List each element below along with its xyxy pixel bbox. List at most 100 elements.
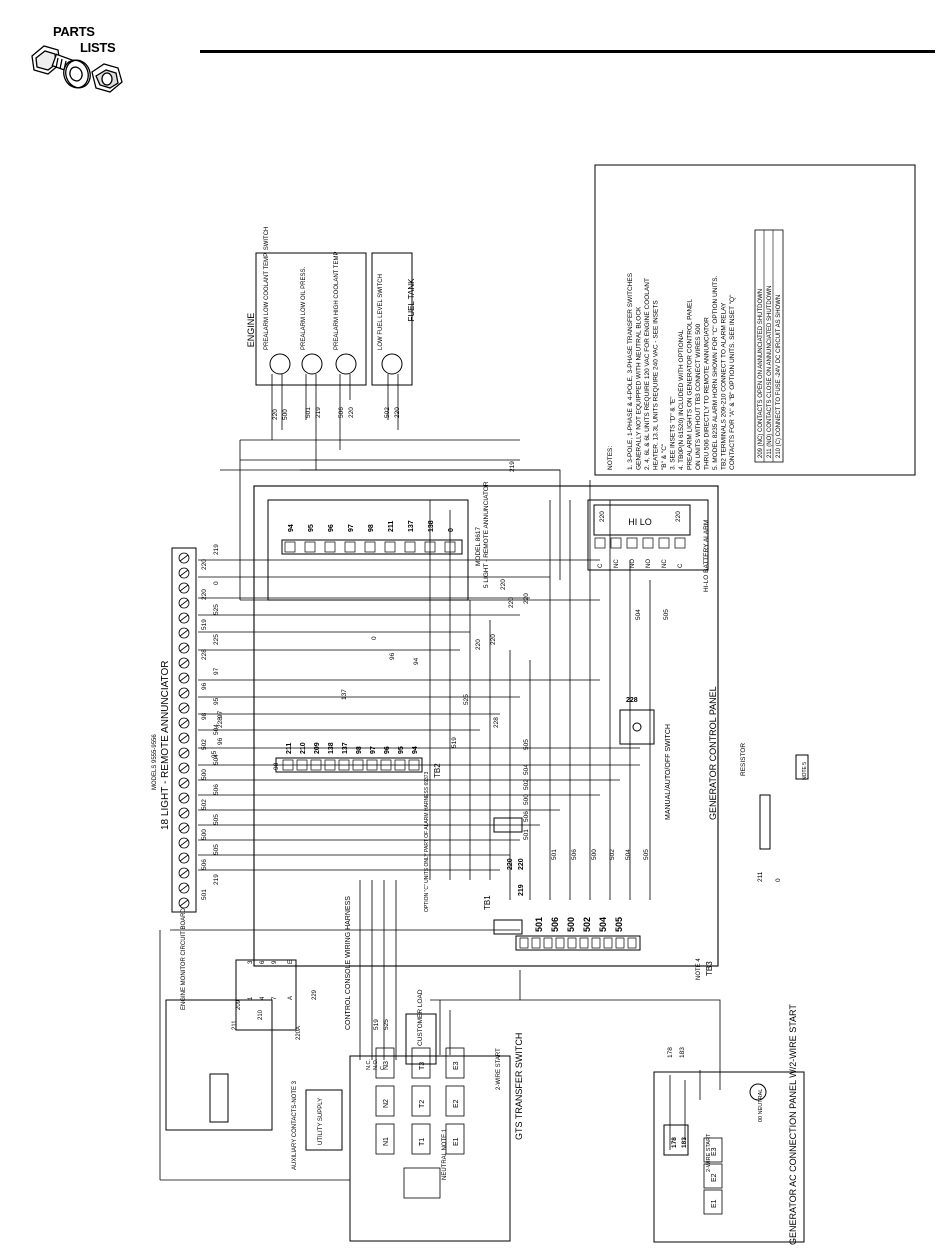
terminal-label: E1 xyxy=(711,1199,718,1208)
terminal-screw xyxy=(603,937,613,949)
terminal-screw xyxy=(178,762,190,774)
annunciator-5-title: 5 LIGHT - REMOTE ANNUNCIATOR xyxy=(483,481,490,588)
wire-label: 505 xyxy=(213,814,220,825)
switch-terminal xyxy=(445,1123,465,1155)
wire-label: 97 xyxy=(348,524,355,532)
logo-title-lists: LISTS xyxy=(80,40,116,55)
svg-text:219: 219 xyxy=(315,407,322,418)
switch-terminal xyxy=(411,1085,431,1117)
terminal-screw xyxy=(310,759,322,771)
svg-text:NOTE 5: NOTE 5 xyxy=(802,762,808,780)
wire-label: 211 xyxy=(286,743,293,754)
wire-label: 502 xyxy=(201,799,208,810)
sensor-low-coolant: PREALARM LOW COOLANT TEMP. SWITCH xyxy=(264,227,291,375)
svg-text:220: 220 xyxy=(599,511,606,522)
svg-text:CUSTOMER LOAD: CUSTOMER LOAD xyxy=(417,989,424,1046)
aux-contacts: AUXILIARY CONTACTS-NOTE 3 xyxy=(292,1080,298,1170)
wire-label: 98 xyxy=(273,762,280,770)
annunciator-18-wire-labels: 5012195065055005055025065005045025049895… xyxy=(201,544,220,900)
terminal-screw xyxy=(304,541,316,553)
note-line: 5. MODEL 8235 ALARM HORN SHOWN FOR "C" O… xyxy=(712,275,719,470)
monitor-label: 210 xyxy=(258,1009,264,1020)
wire-label: 506 xyxy=(201,859,208,870)
wire-label: 220 xyxy=(523,593,530,604)
transfer-switch-title: GTS TRANSFER SWITCH xyxy=(514,1033,524,1140)
terminal-screw xyxy=(178,612,190,624)
wire-label: 138 xyxy=(328,742,335,754)
terminal-screw xyxy=(424,541,436,553)
wire-label: 502 xyxy=(609,849,616,860)
note-line: ON UNITS WITHOUT TB3 CONNECT WIRES 500 xyxy=(695,323,702,470)
wire-label: 96 xyxy=(201,682,208,690)
manual-auto-off-switch: MANUAL/AUTO/OFF SWITCH xyxy=(665,724,672,820)
svg-text:0: 0 xyxy=(775,878,782,882)
terminal-screw xyxy=(404,541,416,553)
notes-title: NOTES: xyxy=(607,446,614,470)
wire-label: 502 xyxy=(582,917,592,932)
notes-lines: 1. 3-POLE, 1-PHASE & 4-POLE, 3-PHASE TRA… xyxy=(627,272,736,470)
tb1-label: TB1 xyxy=(483,895,492,910)
terminal-screw xyxy=(555,937,565,949)
wire-label: 502 xyxy=(523,779,530,790)
svg-text:519: 519 xyxy=(373,1019,380,1030)
wire-label: 220 xyxy=(490,634,497,645)
svg-text:228: 228 xyxy=(626,697,638,704)
wire-label: 97 xyxy=(217,710,224,718)
transfer-switch: UTILITY SUPPLY CUSTOMER LOAD N1N2N3T1T2T… xyxy=(292,989,524,1242)
wire-label: 501 xyxy=(201,889,208,900)
svg-text:211: 211 xyxy=(757,871,764,882)
wire-label: 500 xyxy=(591,849,598,860)
tb3-label: TB3 xyxy=(705,961,714,976)
svg-text:PREALARM LOW OIL PRESS.: PREALARM LOW OIL PRESS. xyxy=(301,267,307,350)
wire-label: 98 xyxy=(201,712,208,720)
wire-label: 137 xyxy=(341,689,348,700)
notes-table-row: 209 (NC) CONTACTS OPEN ON ANNUNCIATED SH… xyxy=(758,289,764,458)
ac-terminal xyxy=(703,1163,723,1189)
svg-text:500: 500 xyxy=(282,409,289,420)
note-line: THRU 506 DIRECTLY TO REMOTE ANNUNCIATOR xyxy=(704,317,711,470)
switch-terminal xyxy=(375,1123,395,1155)
terminal-screw xyxy=(615,937,625,949)
resistor-label: RESISTOR xyxy=(740,743,747,776)
svg-text:00 NEUTRAL: 00 NEUTRAL xyxy=(758,1089,764,1122)
monitor-label: 4 xyxy=(260,996,266,1000)
terminal-label: C xyxy=(598,563,604,568)
svg-text:PREALARM HIGH COOLANT TEMP: PREALARM HIGH COOLANT TEMP xyxy=(334,252,340,350)
wire-label: 219 xyxy=(509,461,516,472)
engine-monitor-title: ENGINE MONITOR CIRCUIT BOARD xyxy=(181,908,187,1010)
terminal-label: NO xyxy=(646,559,652,568)
annunciator-18-title: 18 LIGHT - REMOTE ANNUNCIATOR xyxy=(160,661,171,830)
wire-label: 502 xyxy=(201,739,208,750)
terminal-screw xyxy=(178,747,190,759)
terminal-screw xyxy=(519,937,529,949)
terminal-screw xyxy=(178,672,190,684)
wire-label: 504 xyxy=(213,724,220,735)
terminal-screw xyxy=(178,807,190,819)
sensor-low-oil: PREALARM LOW OIL PRESS. xyxy=(301,267,323,375)
terminal-label: E3 xyxy=(453,1061,460,1070)
switch-terminal xyxy=(445,1085,465,1117)
wire-harness-lines xyxy=(159,374,721,1181)
wire-label: 501 xyxy=(551,849,558,860)
monitor-label: 6 xyxy=(260,960,266,964)
wire-label: 504 xyxy=(523,764,530,775)
harness-title: CONTROL CONSOLE WIRING HARNESS xyxy=(345,896,352,1030)
note-line: GENERALLY NOT EQUIPPED WITH NEUTRAL BLOC… xyxy=(636,306,643,470)
ac-terminal xyxy=(703,1137,723,1163)
svg-text:501: 501 xyxy=(305,407,312,418)
svg-text:N.O.: N.O. xyxy=(373,1058,379,1070)
svg-text:220: 220 xyxy=(507,858,514,870)
switch-terminal xyxy=(375,1085,395,1117)
monitor-label: A xyxy=(288,996,294,1000)
note-line: PREALARM LIGHTS ON GENERATOR CONTROL PAN… xyxy=(687,299,694,470)
terminal-screw xyxy=(642,537,654,549)
sensor-high-coolant: PREALARM HIGH COOLANT TEMP xyxy=(334,252,357,375)
annunciator-18-strip: 18 LIGHT - REMOTE ANNUNCIATOR MODELS 955… xyxy=(152,547,197,913)
terminal-screw xyxy=(178,822,190,834)
wire-label: 137 xyxy=(342,742,349,754)
wire-label: 500 xyxy=(201,769,208,780)
svg-text:C: C xyxy=(380,1066,386,1070)
terminal-label: C xyxy=(678,563,684,568)
